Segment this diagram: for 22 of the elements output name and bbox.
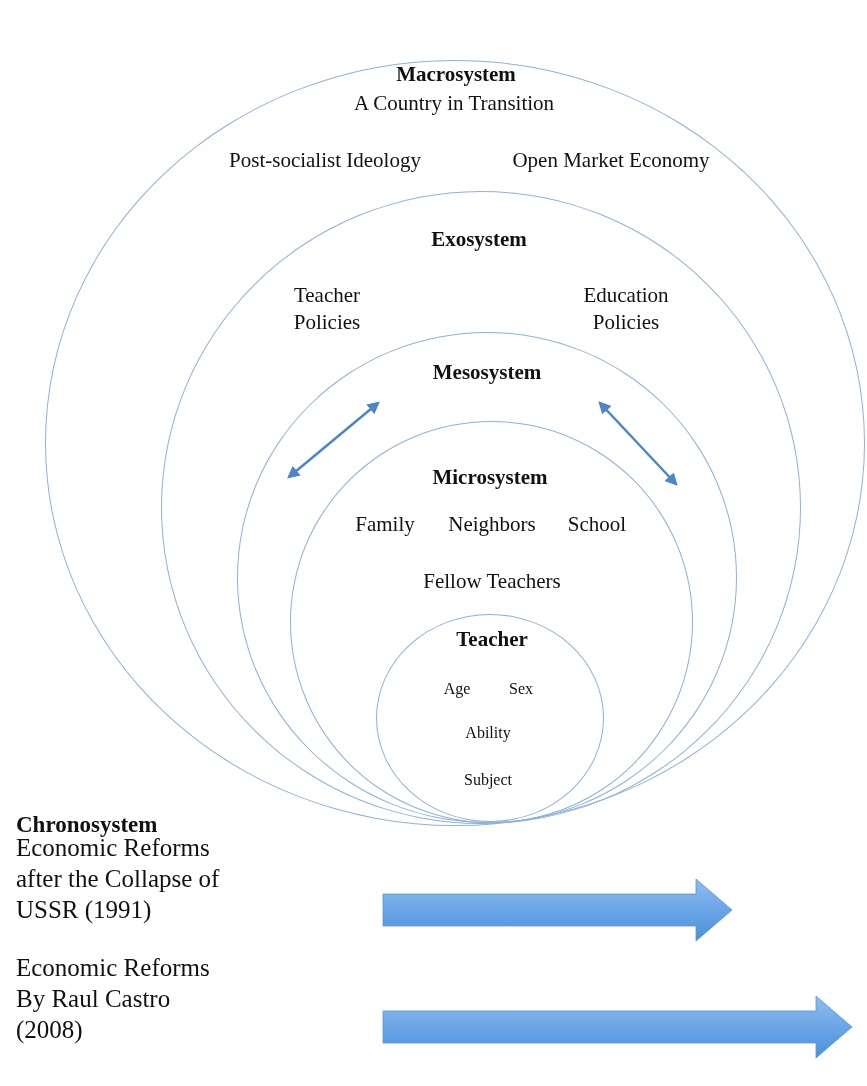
system-factor: Ability — [465, 723, 511, 744]
system-factor: Sex — [509, 679, 533, 699]
system-factor: School — [567, 511, 627, 538]
system-factor: Education Policies — [582, 282, 670, 337]
system-heading: Exosystem — [431, 226, 527, 253]
system-heading: Microsystem — [432, 464, 548, 491]
system-factor: Fellow Teachers — [423, 568, 561, 595]
system-factor: A Country in Transition — [353, 90, 555, 117]
event-text: Economic Reforms By Raul Castro (2008) — [16, 953, 211, 1045]
system-circle — [161, 191, 801, 824]
system-heading: Teacher — [456, 626, 528, 653]
system-factor: Neighbors — [448, 511, 536, 538]
system-factor: Age — [443, 679, 471, 700]
system-factor: Family — [355, 511, 415, 538]
system-heading: Macrosystem — [396, 61, 516, 88]
system-factor: Post-socialist Ideology — [229, 147, 421, 174]
system-factor: Open Market Economy — [512, 147, 710, 174]
system-circle — [237, 332, 737, 823]
section-heading: Chronosystem — [16, 811, 158, 839]
system-heading: Mesosystem — [432, 359, 542, 386]
system-factor: Subject — [464, 770, 512, 791]
system-factor: Teacher Policies — [292, 282, 362, 337]
